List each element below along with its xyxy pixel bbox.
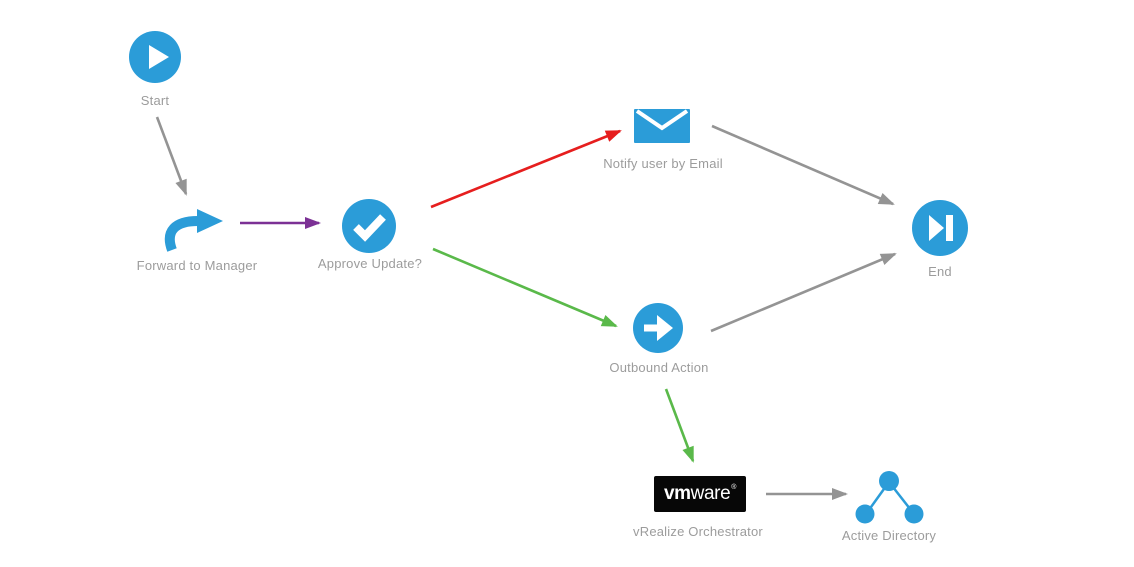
node-forward-to-manager-label: Forward to Manager [136, 258, 258, 273]
edge-approve-to-email[interactable] [430, 129, 622, 209]
play-icon[interactable] [128, 30, 182, 84]
node-vrealize-orchestrator-label: vRealize Orchestrator [633, 524, 763, 539]
edge-outbound-to-end[interactable] [710, 252, 897, 333]
node-approve-update[interactable] [341, 198, 397, 259]
network-tree-icon[interactable] [853, 468, 927, 528]
node-start-label: Start [140, 93, 170, 108]
forward-arrow-icon[interactable] [163, 201, 227, 253]
edge-start-to-forward[interactable] [155, 116, 188, 196]
node-approve-update-label: Approve Update? [317, 256, 423, 271]
arrow-right-icon[interactable] [632, 302, 684, 354]
skip-end-icon[interactable] [911, 199, 969, 257]
node-end[interactable] [911, 199, 969, 262]
edge-approve-to-outbound[interactable] [432, 247, 618, 328]
node-end-label: End [928, 264, 952, 279]
node-active-directory[interactable] [853, 468, 927, 533]
node-notify-email[interactable] [634, 109, 690, 148]
checkmark-icon[interactable] [341, 198, 397, 254]
edge-email-to-end[interactable] [711, 124, 895, 206]
node-start[interactable] [128, 30, 182, 89]
node-notify-email-label: Notify user by Email [603, 156, 723, 171]
envelope-icon[interactable] [634, 109, 690, 143]
edge-outbound-to-vrealize[interactable] [664, 388, 695, 463]
node-vrealize-orchestrator[interactable]: vmware® [654, 476, 746, 512]
vmware-logo: vmware® [663, 483, 737, 504]
node-outbound-action[interactable] [632, 302, 684, 359]
node-active-directory-label: Active Directory [841, 528, 937, 543]
node-outbound-action-label: Outbound Action [609, 360, 709, 375]
node-forward-to-manager[interactable] [163, 201, 227, 258]
